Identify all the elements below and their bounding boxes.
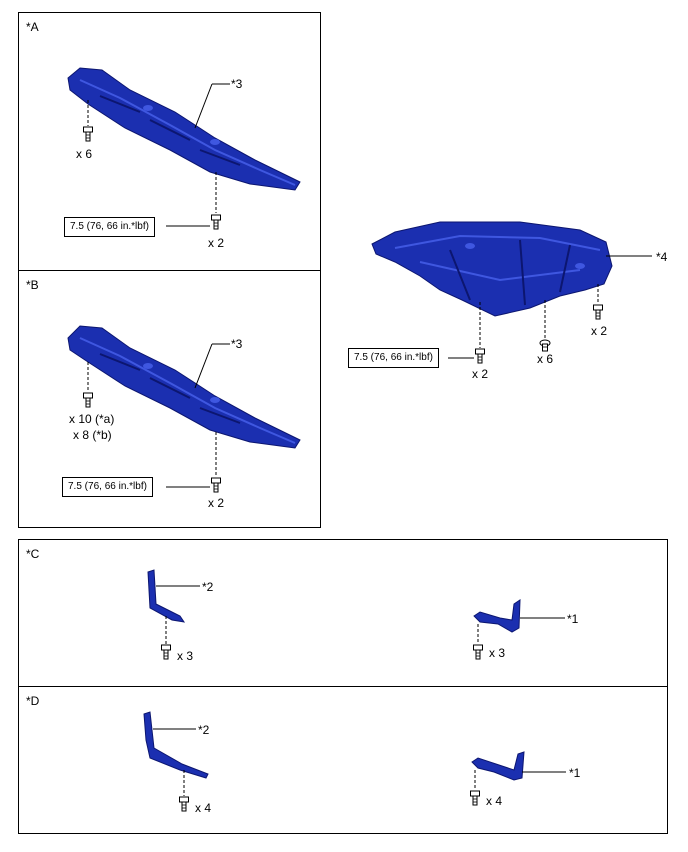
callout-c-left: *2 [202, 580, 214, 594]
torque-spec-b: 7.5 (76, 66 in.*lbf) [62, 477, 153, 497]
panel-d [18, 686, 668, 834]
part-callout-a: *3 [231, 77, 243, 91]
qty-c-left: x 3 [177, 649, 194, 663]
part-callout-b: *3 [231, 337, 243, 351]
qty-d-right: x 4 [486, 794, 503, 808]
torque-qty-a: x 2 [208, 236, 225, 250]
torque-spec-main: 7.5 (76, 66 in.*lbf) [348, 348, 439, 368]
callout-d-right: *1 [569, 766, 581, 780]
torque-spec-a: 7.5 (76, 66 in.*lbf) [64, 217, 155, 237]
cover-main [371, 221, 613, 317]
qty-d-left: x 4 [195, 801, 212, 815]
panel-a-label: *A [26, 20, 39, 34]
panel-d-label: *D [26, 694, 40, 708]
panel-c-label: *C [26, 547, 40, 561]
bolt-qty-main-right: x 2 [591, 324, 608, 338]
torque-qty-main: x 2 [472, 367, 489, 381]
bolt-qty-b-2: x 8 (*b) [73, 428, 112, 442]
clip-qty-main: x 6 [537, 352, 554, 366]
part-callout-main: *4 [656, 250, 668, 264]
callout-c-right: *1 [567, 612, 579, 626]
panel-b-label: *B [26, 278, 39, 292]
torque-qty-b: x 2 [208, 496, 225, 510]
callout-d-left: *2 [198, 723, 210, 737]
bolt-qty-a: x 6 [76, 147, 93, 161]
qty-c-right: x 3 [489, 646, 506, 660]
bolt-qty-b-1: x 10 (*a) [69, 412, 115, 426]
